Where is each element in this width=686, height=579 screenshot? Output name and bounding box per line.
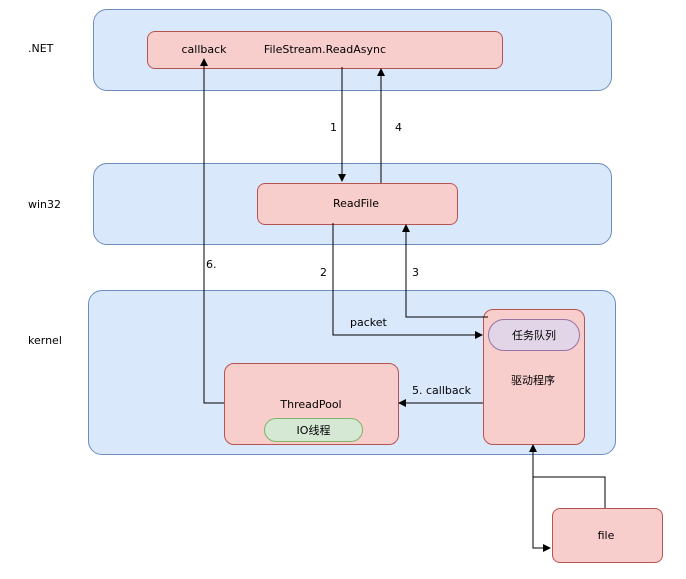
edge-step6-label: 6. <box>206 258 217 271</box>
readfile-label: ReadFile <box>332 197 380 210</box>
edge-step2 <box>332 223 483 339</box>
edge-file-to-driver <box>529 444 606 508</box>
net-readasync-label: FileStream.ReadAsync <box>263 43 387 56</box>
edge-step3-label: 3 <box>412 266 419 279</box>
task-queue-pill[interactable]: 任务队列 <box>488 319 580 351</box>
edge-step6 <box>200 58 224 404</box>
edge-step2-label: 2 <box>320 266 327 279</box>
readfile-box[interactable] <box>257 183 458 225</box>
net-layer-label: .NET <box>28 42 54 55</box>
edge-step1-label: 1 <box>330 121 337 134</box>
threadpool-label: ThreadPool <box>280 398 342 411</box>
task-queue-label: 任务队列 <box>512 329 556 342</box>
net-callback-label: callback <box>181 43 227 56</box>
file-label: file <box>597 529 615 542</box>
io-thread-label: IO线程 <box>296 424 331 437</box>
io-thread-pill[interactable]: IO线程 <box>264 418 363 442</box>
kernel-layer-label: kernel <box>28 334 62 347</box>
edge-driver-to-file <box>532 445 551 552</box>
edge-packet-label: packet <box>350 316 387 329</box>
driver-label: 驱动程序 <box>511 374 555 387</box>
file-box[interactable] <box>552 508 663 563</box>
edge-step3 <box>402 224 488 318</box>
win32-layer-label: win32 <box>28 198 62 211</box>
edge-step4-label: 4 <box>395 121 402 134</box>
edge-step5-label: 5. callback <box>412 384 472 397</box>
